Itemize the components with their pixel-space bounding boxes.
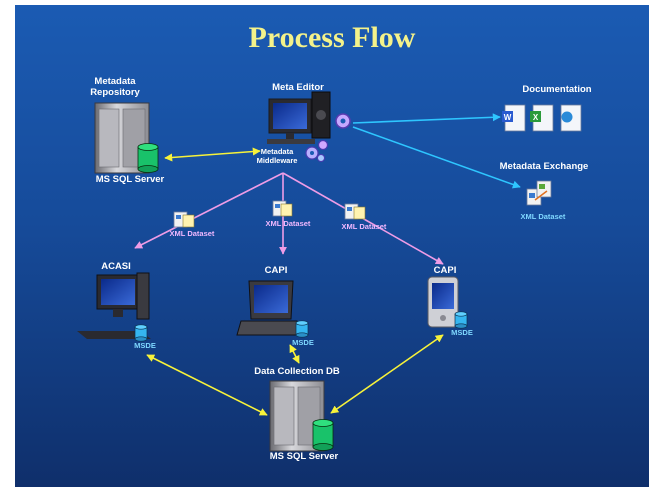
svg-text:W: W [504,113,512,122]
metadata-exchange-icon [526,180,552,206]
meta-editor-label: Meta Editor [272,82,324,93]
xml-dataset-right-icon [344,203,366,220]
middleware-gears-icon [305,139,329,162]
right-xml-dataset-label: XML Dataset [341,222,387,231]
page-title: Process Flow [248,21,416,54]
acasi-computer-icon [77,272,151,339]
data-collection-server-db-label: MS SQL Server [269,451,339,462]
meta-editor-computer-icon [267,91,331,144]
capi-laptop-datacollection-arrow [289,344,300,364]
capi-handheld-icon [427,276,459,328]
metadata-repository-label: Metadata Repository [75,76,155,98]
exchange-xml-dataset-label: XML Dataset [520,212,566,221]
data-collection-db-label: Data Collection DB [254,366,340,377]
metadata-repository-label-text: Metadata Repository [90,76,140,98]
excel-spreadsheet-icon: X [530,104,554,132]
acasi-msde-database-icon [134,324,148,342]
repo-editor-arrow [164,147,261,162]
web-page-icon [560,104,582,132]
capi-laptop-label: CAPI [264,265,288,276]
xml-dataset-center-icon [272,200,293,217]
acasi-msde-label: MSDE [134,341,156,350]
capi-handheld-msde-label: MSDE [451,328,473,337]
capi-handheld-msde-database-icon [454,311,468,329]
metadata-middleware-label: Metadata Middleware [256,147,298,165]
center-xml-dataset-label: XML Dataset [265,219,311,228]
metadata-exchange-label: Metadata Exchange [499,161,589,172]
capi-laptop-msde-database-icon [295,320,309,338]
repository-database-icon [137,143,159,173]
acasi-label: ACASI [101,261,131,272]
word-document-icon: W [502,104,526,132]
acasi-datacollection-arrow [146,354,268,416]
capi-handheld-label: CAPI [433,265,457,276]
repository-db-label: MS SQL Server [95,174,165,185]
editor-documentation-arrow [352,113,501,124]
diagram-canvas: W X [77,91,582,452]
left-xml-dataset-label: XML Dataset [169,229,215,238]
editor-exchange-arrow [352,126,521,189]
svg-text:X: X [533,113,539,122]
capi-laptop-msde-label: MSDE [292,338,314,347]
data-collection-database-icon [312,419,334,451]
middleware-acasi-arrow [134,172,284,249]
documentation-label: Documentation [522,84,592,95]
xml-dataset-left-icon [173,211,195,228]
capi-handheld-datacollection-arrow [330,334,444,414]
meta-editor-gear-icon [335,113,351,129]
slide-canvas: Process Flow [15,5,649,487]
